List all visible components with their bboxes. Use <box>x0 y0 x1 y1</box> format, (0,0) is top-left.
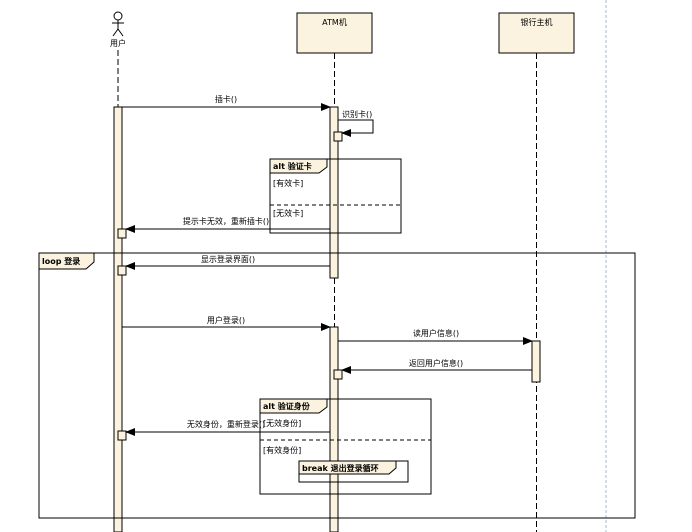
activation-bank <box>531 340 541 383</box>
message-insert-card[interactable]: 插卡() <box>122 94 331 111</box>
activation-user <box>113 106 123 532</box>
message-recognize-card[interactable]: 识别卡() <box>338 109 374 137</box>
execution-user-relogin <box>117 430 127 441</box>
message-label: 提示卡无效，重新插卡() <box>183 216 269 226</box>
message-label: 读用户信息() <box>413 328 459 338</box>
fragment-break-exit[interactable]: break 退出登录循环 <box>298 460 409 483</box>
activation-atm-2 <box>329 326 339 532</box>
fragment-loop-login[interactable]: loop 登录 <box>38 252 636 519</box>
message-label: 识别卡() <box>342 109 372 119</box>
message-read-user-info[interactable]: 读用户信息() <box>338 328 533 345</box>
fragment-tab <box>269 158 328 174</box>
fragment-tab <box>38 252 95 270</box>
execution-user-prompt <box>117 228 127 239</box>
execution-user-login-ui <box>117 265 127 276</box>
participant-atm[interactable]: ATM机 <box>296 12 373 54</box>
message-label: 插卡() <box>215 94 237 104</box>
fragment-alt-verify-identity[interactable]: alt 验证身份 [无效身份] [有效身份] <box>259 398 432 495</box>
message-label: 用户登录() <box>207 315 245 325</box>
participant-label-bank: 银行主机 <box>521 17 553 27</box>
fragment-tab <box>298 460 397 475</box>
fragment-alt-verify-card[interactable]: alt 验证卡 [有效卡] [无效卡] <box>269 158 402 234</box>
fragment-tab <box>259 398 328 414</box>
message-label: 无效身份，重新登录() <box>187 419 265 429</box>
execution-atm-return <box>333 369 343 380</box>
guard-valid-card: [有效卡] <box>273 178 303 188</box>
guard-invalid-identity: [无效身份] <box>263 418 301 428</box>
actor-user[interactable]: 用户 <box>110 11 126 48</box>
stick-figure-icon <box>112 11 124 37</box>
participant-bank[interactable]: 银行主机 <box>498 12 575 54</box>
message-user-login[interactable]: 用户登录() <box>122 315 331 331</box>
fragment-label: alt 验证身份 <box>263 401 311 411</box>
fragment-label: loop 登录 <box>42 256 80 266</box>
guard-invalid-card: [无效卡] <box>273 208 303 218</box>
message-label: 返回用户信息() <box>409 358 463 368</box>
fragment-label: alt 验证卡 <box>273 161 312 171</box>
message-label: 显示登录界面() <box>201 254 255 264</box>
guard-valid-identity: [有效身份] <box>263 445 301 455</box>
participant-label-atm: ATM机 <box>322 17 347 27</box>
execution-atm-recognize <box>333 131 343 142</box>
fragment-label: break 退出登录循环 <box>302 463 379 473</box>
message-prompt-invalid-reinsert[interactable]: 提示卡无效，重新插卡() <box>125 216 330 233</box>
message-invalid-identity-relogin[interactable]: 无效身份，重新登录() <box>125 419 330 436</box>
activation-atm-1 <box>329 106 339 279</box>
message-show-login-ui[interactable]: 显示登录界面() <box>125 254 330 270</box>
message-return-user-info[interactable]: 返回用户信息() <box>341 358 532 374</box>
participant-label-user: 用户 <box>110 38 126 48</box>
